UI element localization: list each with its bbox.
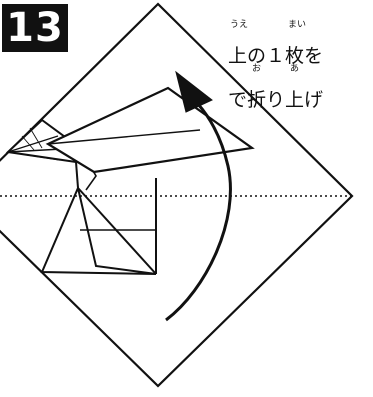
ruby-o: お: [252, 64, 261, 74]
ruby-mai: まい: [288, 20, 306, 30]
ruby-a: あ: [290, 64, 299, 74]
wing-flap: [48, 88, 252, 172]
step-number-badge: 13: [2, 4, 68, 52]
instruction-line-2: お あ で折り上げ: [228, 78, 373, 122]
neck-line: [76, 162, 78, 188]
folded-flap-lower-left: [42, 188, 156, 274]
ruby-ue: うえ: [230, 20, 248, 30]
instruction-line-1: うえ まい 上の１枚を: [228, 34, 373, 78]
flap-crease-line: [78, 188, 156, 274]
instruction-text: うえ まい 上の１枚を お あ で折り上げ: [228, 34, 373, 122]
